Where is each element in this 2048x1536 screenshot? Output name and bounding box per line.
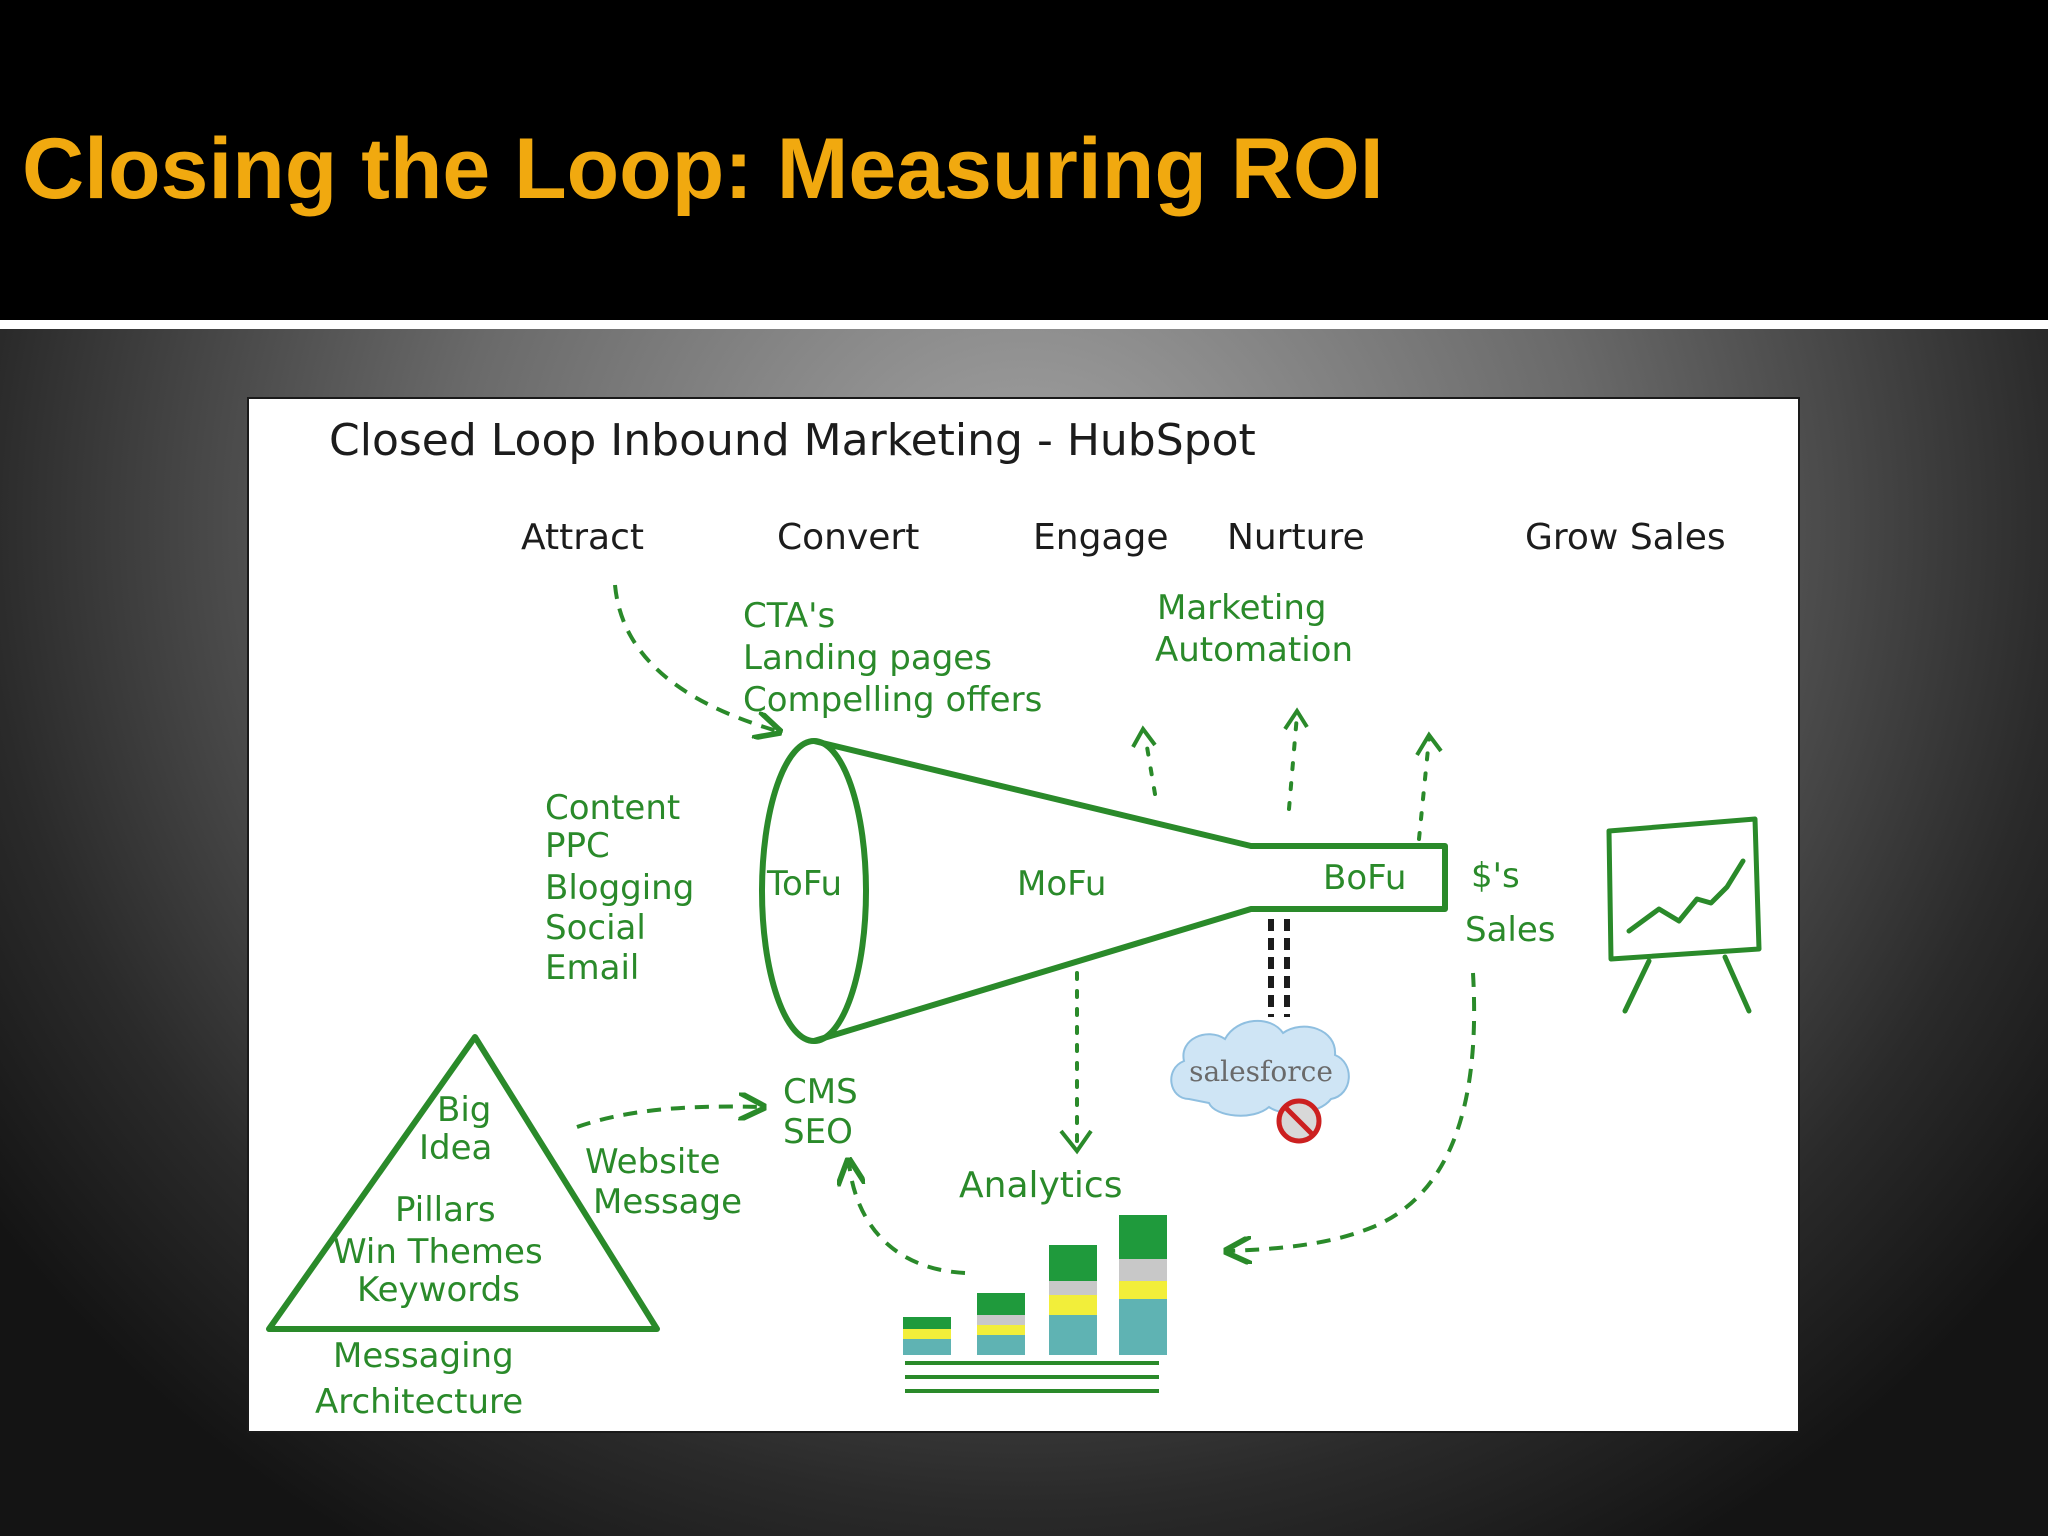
stage-grow-sales: Grow Sales: [1525, 517, 1726, 558]
funnel-mofu: MoFu: [1017, 864, 1106, 904]
analytics-label: Analytics: [959, 1165, 1122, 1206]
diagram-panel: Closed Loop Inbound Marketing - HubSpot …: [247, 397, 1800, 1433]
pyramid-keywords: Keywords: [357, 1270, 520, 1310]
engage-arrows: [1143, 713, 1431, 841]
engage-arrow-heads: [1131, 707, 1443, 757]
bar-1: [903, 1317, 951, 1355]
nurture-item-marketing: Marketing: [1157, 588, 1326, 628]
funnel: [759, 738, 1448, 1044]
nurture-item-automation: Automation: [1155, 630, 1353, 670]
bar-4: [1119, 1215, 1167, 1355]
attract-arrow: [613, 584, 777, 731]
architecture-label: Architecture: [315, 1382, 523, 1422]
website-label: Website: [585, 1142, 721, 1182]
slide-header: Closing the Loop: Measuring ROI: [0, 0, 2048, 320]
analytics-to-seo-arrow: [849, 1163, 966, 1275]
sales-label: Sales: [1465, 910, 1556, 950]
pyramid-win-themes: Win Themes: [333, 1232, 543, 1272]
message-label: Message: [593, 1182, 742, 1222]
cms-label: CMS: [783, 1072, 858, 1112]
channel-content: Content: [545, 788, 680, 828]
sales-loop-arrow: [1229, 972, 1477, 1251]
messaging-pyramid: [266, 1034, 660, 1332]
sales-dollars-label: $'s: [1471, 856, 1520, 896]
diagram-heading: Closed Loop Inbound Marketing - HubSpot: [329, 415, 1256, 466]
seo-label: SEO: [783, 1112, 853, 1152]
stage-attract: Attract: [521, 517, 644, 558]
stage-convert: Convert: [777, 517, 919, 558]
crm-connector: [1268, 919, 1290, 1017]
bar-3: [1049, 1245, 1097, 1355]
channel-ppc: PPC: [545, 826, 610, 866]
convert-item-landing-pages: Landing pages: [743, 638, 992, 678]
pyramid-pillars: Pillars: [395, 1190, 496, 1230]
bar-2: [977, 1293, 1025, 1355]
channel-blogging: Blogging: [545, 868, 694, 908]
channel-social: Social: [545, 908, 646, 948]
architecture-messaging: Messaging: [333, 1336, 514, 1376]
analytics-bar-chart: [903, 1215, 1167, 1393]
funnel-tofu: ToFu: [766, 864, 842, 904]
salesforce-logo-text: salesforce: [1189, 1055, 1333, 1088]
funnel-bofu: BoFu: [1323, 858, 1406, 898]
salesforce-logo: salesforce: [1170, 1019, 1350, 1144]
convert-item-ctas: CTA's: [743, 596, 835, 636]
website-message-arrow: [576, 1107, 761, 1129]
stage-nurture: Nurture: [1227, 517, 1365, 558]
channel-email: Email: [545, 948, 639, 988]
closed-loop-diagram: Closed Loop Inbound Marketing - HubSpot …: [266, 415, 1762, 1422]
stage-engage: Engage: [1033, 517, 1168, 558]
header-divider: [0, 320, 2048, 329]
slide-title: Closing the Loop: Measuring ROI: [22, 121, 1384, 217]
pyramid-big: Big: [437, 1090, 491, 1130]
convert-item-offers: Compelling offers: [743, 680, 1042, 720]
growth-chart-icon: [1606, 816, 1762, 1014]
pyramid-idea: Idea: [419, 1128, 492, 1168]
